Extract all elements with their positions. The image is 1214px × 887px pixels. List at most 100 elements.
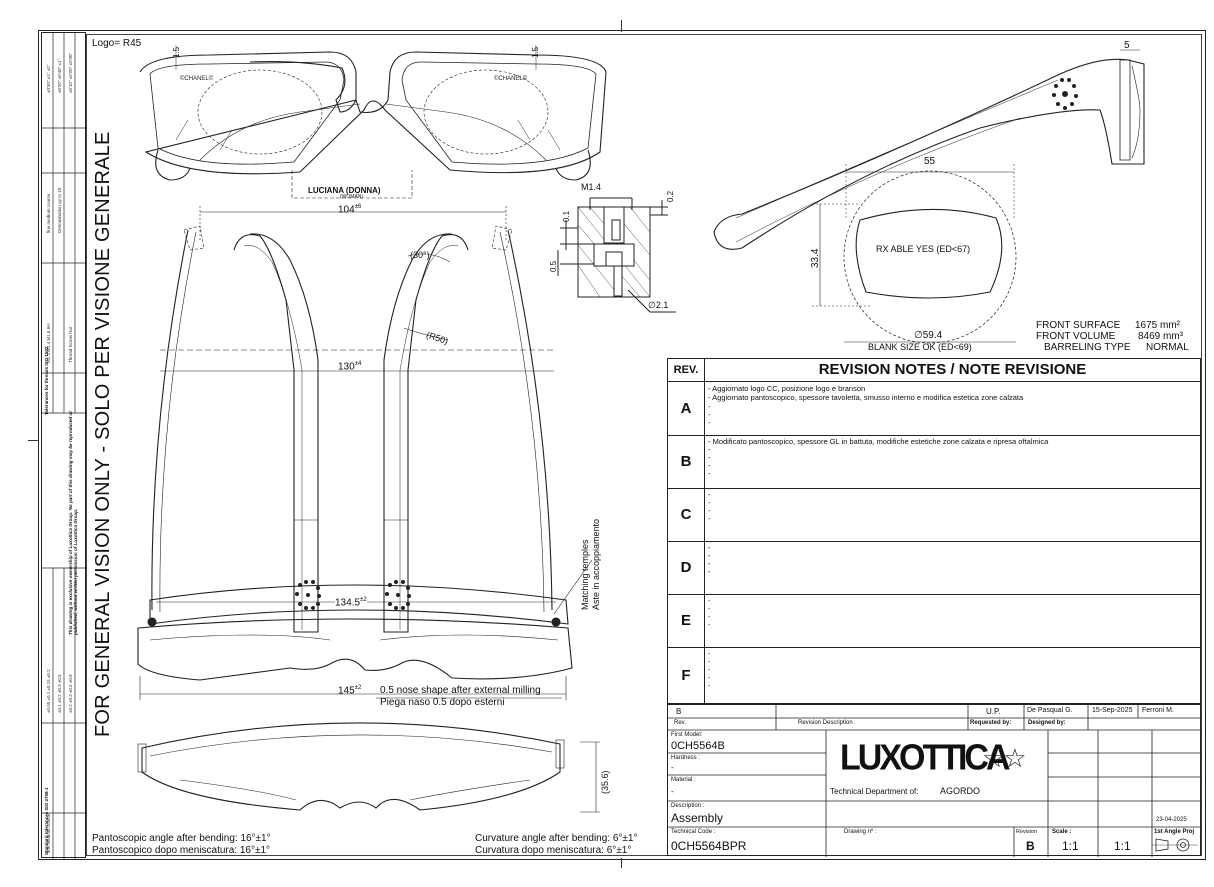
- revision-letter: C: [668, 488, 705, 541]
- tb-first-model-label: First Model:: [671, 732, 703, 738]
- model-name: LUCIANA (DONNA): [308, 186, 381, 195]
- dim-134-5: 134.5±2: [335, 597, 367, 609]
- front-volume-label: FRONT VOLUME: [1036, 331, 1116, 342]
- tb-scale-2: 1:1: [1114, 839, 1131, 853]
- revision-title: REVISION NOTES / NOTE REVISIONE: [818, 361, 1087, 378]
- tb-date: 15-Sep-2025: [1092, 707, 1133, 714]
- revision-note: - Aggiornato pantoscopico, spessore tavo…: [708, 393, 1024, 402]
- bottom-view: [137, 722, 565, 811]
- nose-shape-note: 0.5 nose shape after external milling: [380, 685, 541, 696]
- revision-letter: D: [668, 541, 705, 594]
- tb-description-label: Description :: [671, 803, 705, 809]
- tb-drawing-no-label: Drawing nº :: [844, 829, 877, 835]
- tb-description: Assembly: [671, 811, 724, 825]
- svg-text:±0.2 ±0.3 ±0.5 ±0.8: ±0.2 ±0.3 ±0.5 ±0.8: [68, 674, 73, 713]
- tb-hardness-label: Hardness :: [671, 755, 701, 761]
- revision-row-f: F -----: [668, 647, 1200, 703]
- revision-table: REV. REVISION NOTES / NOTE REVISIONE A -…: [667, 358, 1201, 704]
- front-surface-value: 1675 mm²: [1135, 320, 1181, 331]
- title-block: B U.P. De Pasqual G. 15-Sep-2025 Ferroni…: [667, 704, 1202, 857]
- svg-text:M1.3 M1.4 M1.6 6H: M1.3 M1.4 M1.6 6H: [46, 323, 51, 363]
- side-logo-dots: [1052, 78, 1078, 110]
- tb-rev-letter: B: [676, 707, 682, 716]
- tb-designer-name: Ferroni M.: [1142, 707, 1174, 714]
- tb-technical-code-label: Technical Code :: [671, 829, 716, 835]
- tb-scale-label: Scale :: [1052, 829, 1072, 835]
- brand-mark-right: ©CHANEL©: [494, 75, 528, 82]
- tolerance-legend: ±0'30'' ±1° ±2° ±0'20'' ±0'40'' ±1° ±0'1…: [41, 32, 87, 859]
- svg-text:±0'10'' ±0'20'' ±0'30'': ±0'10'' ±0'20'' ±0'30'': [68, 53, 73, 93]
- blank-size: BLANK SIZE OK (ED<69): [868, 342, 972, 352]
- tb-scale: 1:1: [1062, 839, 1079, 853]
- tb-technical-code: 0CH5564BPR: [671, 839, 747, 853]
- front-volume-value: 8469 mm³: [1138, 331, 1184, 342]
- revision-row-c: C ----: [668, 488, 1200, 542]
- svg-text:±0.1 ±0.2 ±0.3 ±0.5: ±0.1 ±0.2 ±0.3 ±0.5: [57, 674, 62, 713]
- logo-ref: Logo= R45: [92, 38, 142, 49]
- drawing-area: [86, 34, 1202, 856]
- tb-up: U.P.: [986, 707, 1001, 716]
- tb-material: -: [671, 787, 674, 796]
- revision-note: - Aggiornato logo CC, posizione logo e b…: [708, 384, 866, 393]
- tb-tech-dept: AGORDO: [940, 786, 981, 796]
- company-logo: LUXOTTICA: [840, 738, 1011, 778]
- barreling-value: NORMAL: [1146, 342, 1189, 353]
- revision-row-a: A - Aggiornato logo CC, posizione logo e…: [668, 382, 1200, 436]
- dimension-lines: [139, 206, 600, 813]
- svg-text:±0'20'' ±0'40'' ±1°: ±0'20'' ±0'40'' ±1°: [57, 58, 62, 93]
- tb-revision-description: Revision Description: [798, 720, 853, 726]
- sheet-frame: [38, 30, 1206, 860]
- brand-mark-left: ©CHANEL©: [180, 75, 214, 82]
- svg-text:fine medium coarse: fine medium coarse: [46, 813, 51, 853]
- pantoscopic-angle: Pantoscopic angle after bending: 16°±1°: [92, 833, 271, 844]
- model-name-sub: (WOMAN): [340, 194, 364, 200]
- nose-shape-note-it: Piega naso 0.5 dopo esterni: [380, 697, 505, 708]
- company-stars-icon: ☆☆: [982, 743, 1027, 773]
- bottom-center-tick: [621, 858, 622, 868]
- rev-column-header: REV.: [668, 359, 705, 381]
- tb-projection: 1st Angle Proj: [1154, 829, 1195, 835]
- top-view: [137, 225, 573, 681]
- revision-letter: E: [668, 594, 705, 647]
- svg-text:fine medium coarse: fine medium coarse: [46, 193, 51, 233]
- top-center-tick: [621, 20, 622, 32]
- svg-text:±0'30'' ±1° ±2°: ±0'30'' ±1° ±2°: [46, 64, 51, 93]
- revision-row-b: B - Modificato pantoscopico, spessore GL…: [668, 435, 1200, 489]
- tolerance-grid: ±0'30'' ±1° ±2° ±0'20'' ±0'40'' ±1° ±0'1…: [42, 33, 87, 859]
- revision-letter: A: [668, 382, 705, 435]
- tb-rev-label: Rev.: [674, 720, 686, 726]
- tb-revision: B: [1026, 839, 1035, 853]
- tb-designed-by: Designed by:: [1028, 720, 1066, 726]
- revision-header: REV. REVISION NOTES / NOTE REVISIONE: [668, 359, 1200, 382]
- tb-revision-label: Revision: [1016, 829, 1038, 835]
- tb-hardness: -: [671, 763, 674, 772]
- dim-diameter-59-4: ∅59.4: [914, 330, 943, 341]
- tb-tech-dept-label: Technical Department of:: [830, 787, 919, 796]
- tb-material-label: Material :: [671, 777, 696, 783]
- dim-145: 145±2: [338, 685, 362, 697]
- revision-row-e: E ----: [668, 594, 1200, 648]
- tb-requested-by: Requested by:: [970, 720, 1012, 726]
- revision-letter: B: [668, 435, 705, 488]
- svg-text:Thread Screw Nut: Thread Screw Nut: [68, 326, 73, 363]
- svg-text:Denomination up to 10: Denomination up to 10: [57, 187, 62, 233]
- dim-33-4: 33.4: [810, 248, 821, 268]
- front-view: [139, 45, 607, 199]
- tb-side-date: 23-04-2025: [1156, 817, 1187, 823]
- curvature-angle: Curvature angle after bending: 6°±1°: [475, 833, 638, 844]
- barreling-label: BARRELING TYPE: [1044, 342, 1131, 353]
- pantoscopic-angle-it: Pantoscopico dopo meniscatura: 16°±1°: [92, 845, 271, 856]
- temple-logo-dots: [295, 580, 411, 610]
- dim-5: 5: [1124, 40, 1130, 51]
- dim-104: 104±6: [338, 204, 362, 216]
- tb-requested-name: De Pasqual G.: [1027, 707, 1073, 714]
- front-surface-label: FRONT SURFACE: [1036, 320, 1121, 331]
- title-block-grid: [668, 705, 1202, 857]
- revision-letter: F: [668, 647, 705, 703]
- revision-note: - Modificato pantoscopico, spessore GL i…: [708, 437, 1049, 446]
- thread-m1-4: M1.4: [581, 182, 602, 192]
